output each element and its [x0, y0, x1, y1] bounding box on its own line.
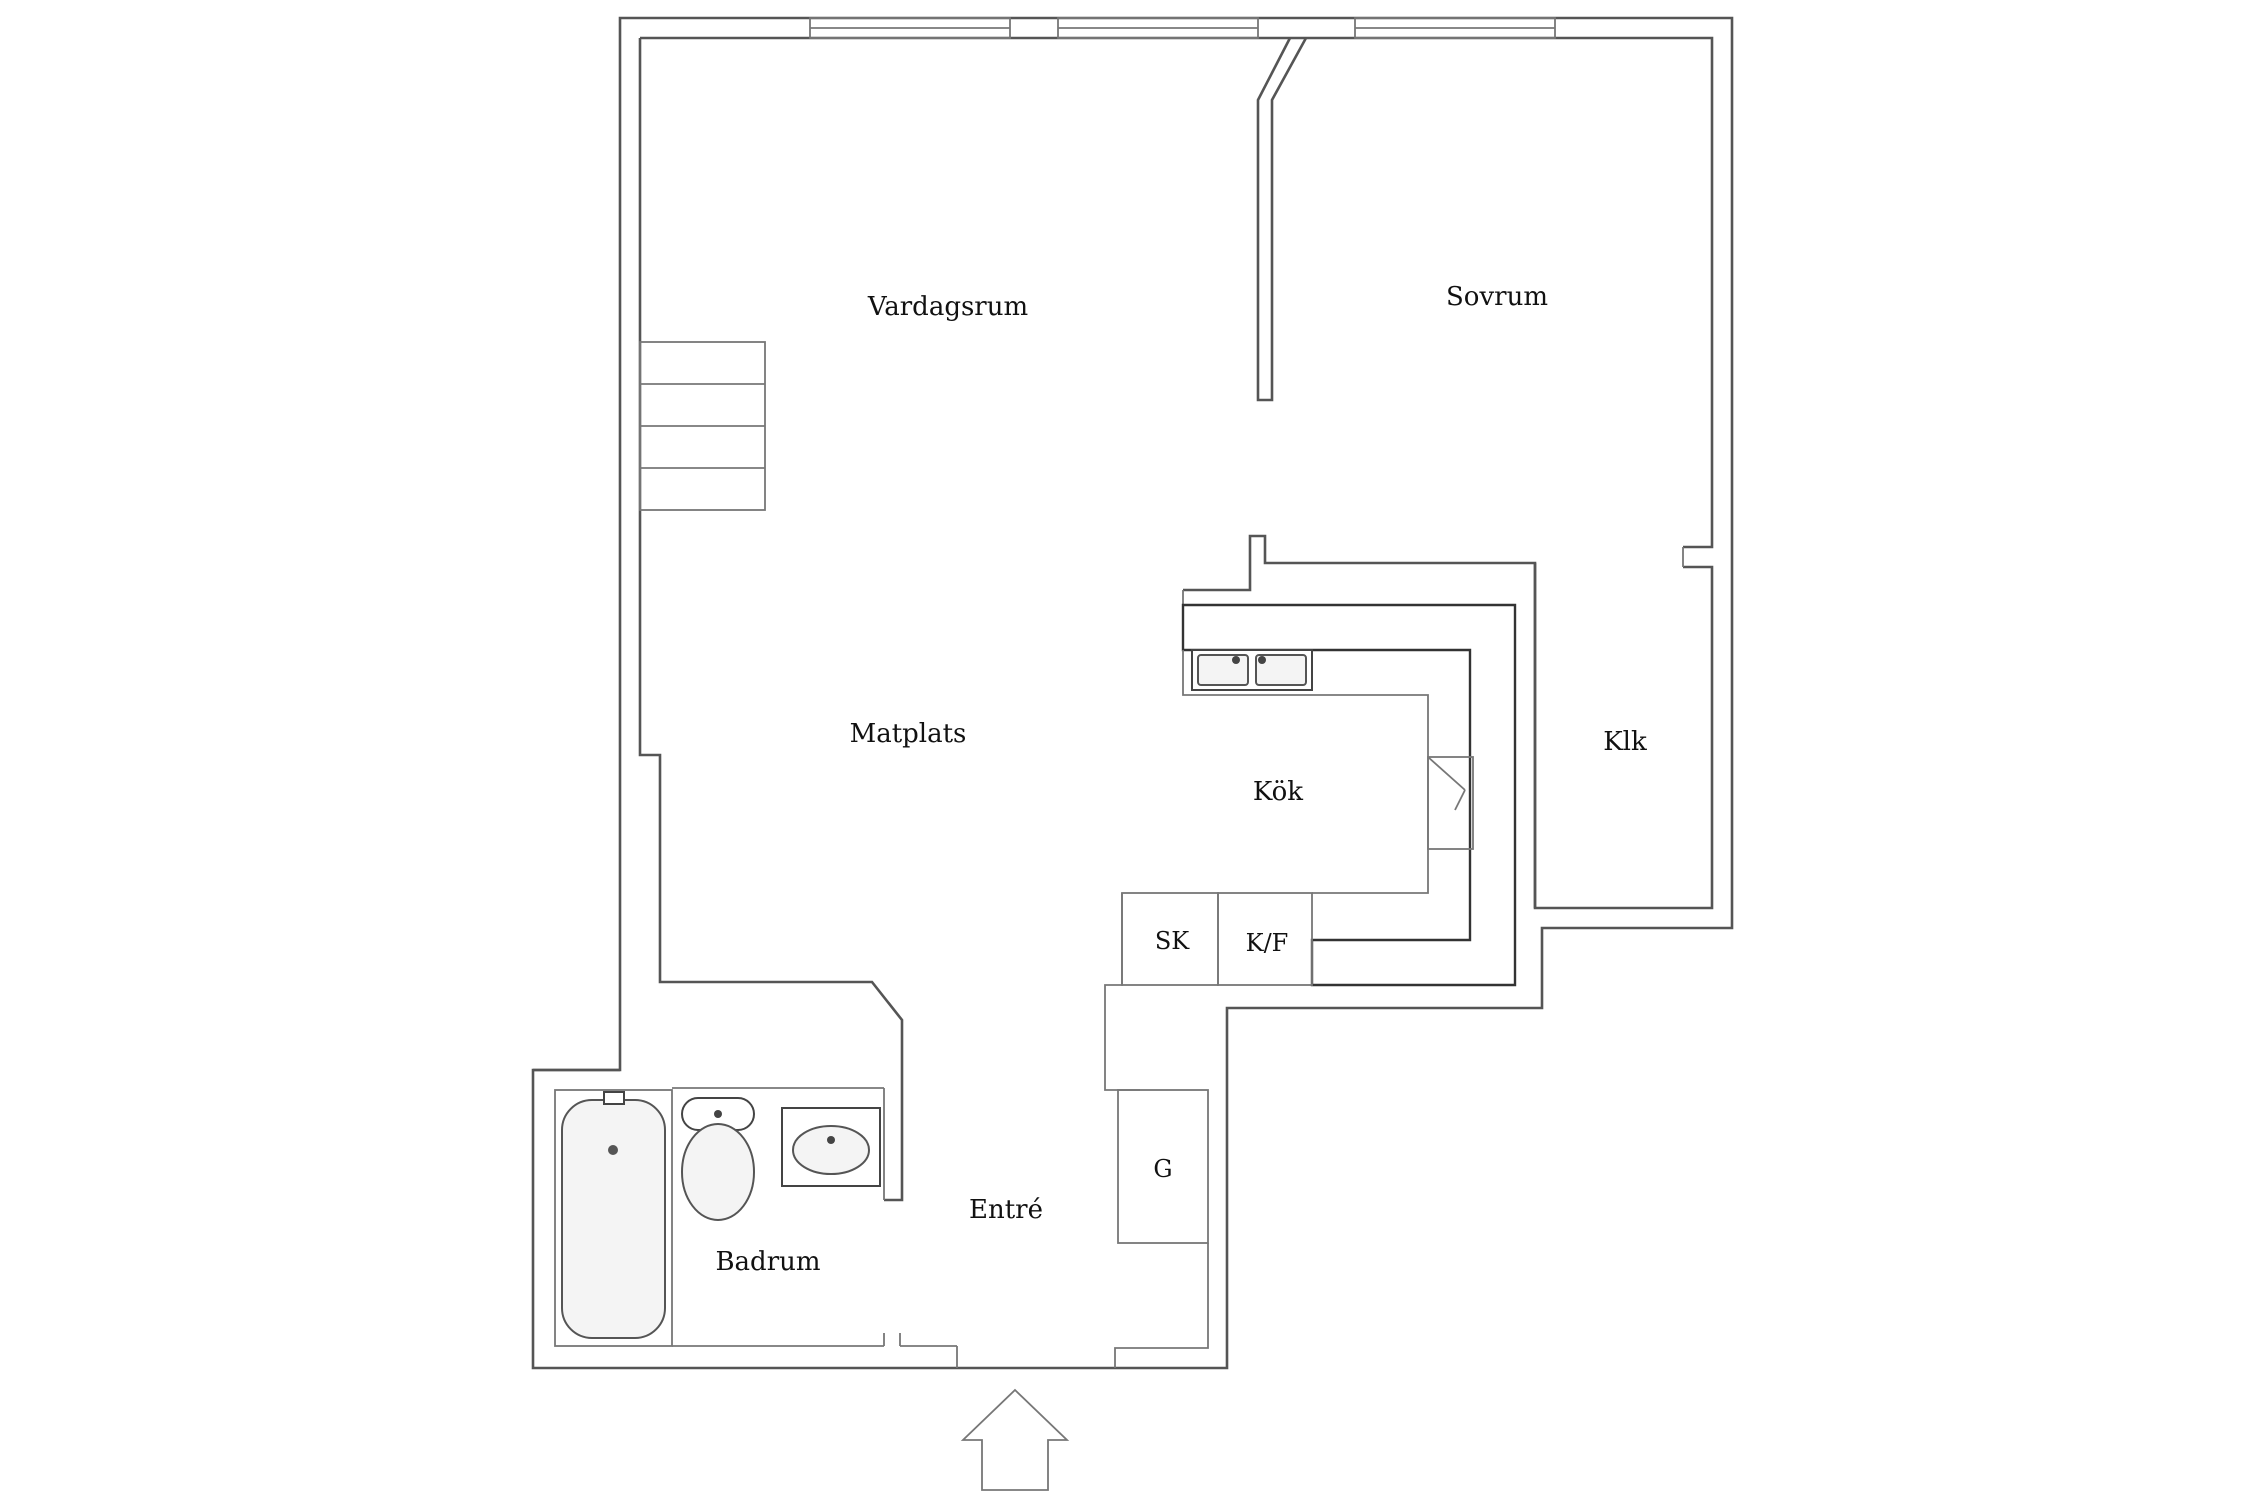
sink-icon [781, 1107, 881, 1187]
room-label-vardagsrum: Vardagsrum [867, 292, 1028, 322]
room-label-entre: Entré [969, 1195, 1043, 1225]
label-kf: K/F [1246, 929, 1289, 957]
toilet-icon [681, 1097, 755, 1221]
fridge-freezer [1217, 892, 1313, 986]
room-label-kok: Kök [1253, 777, 1303, 807]
room-label-sovrum: Sovrum [1446, 282, 1548, 312]
partition-wall [1256, 37, 1308, 402]
bathtub-icon [561, 1091, 666, 1339]
stairs-icon [639, 341, 766, 511]
arrow-up-icon [960, 1388, 1070, 1491]
wardrobe [1114, 1089, 1209, 1368]
double-sink-icon [1191, 649, 1313, 691]
label-g: G [1153, 1155, 1172, 1183]
kitchen [1104, 590, 1517, 1091]
windows [809, 17, 1556, 39]
bathroom [533, 1068, 958, 1368]
closet-walls [1533, 547, 1684, 908]
room-label-matplats: Matplats [850, 719, 967, 749]
room-label-badrum: Badrum [715, 1247, 820, 1277]
label-sk: SK [1155, 927, 1190, 955]
room-label-klk: Klk [1603, 727, 1647, 757]
